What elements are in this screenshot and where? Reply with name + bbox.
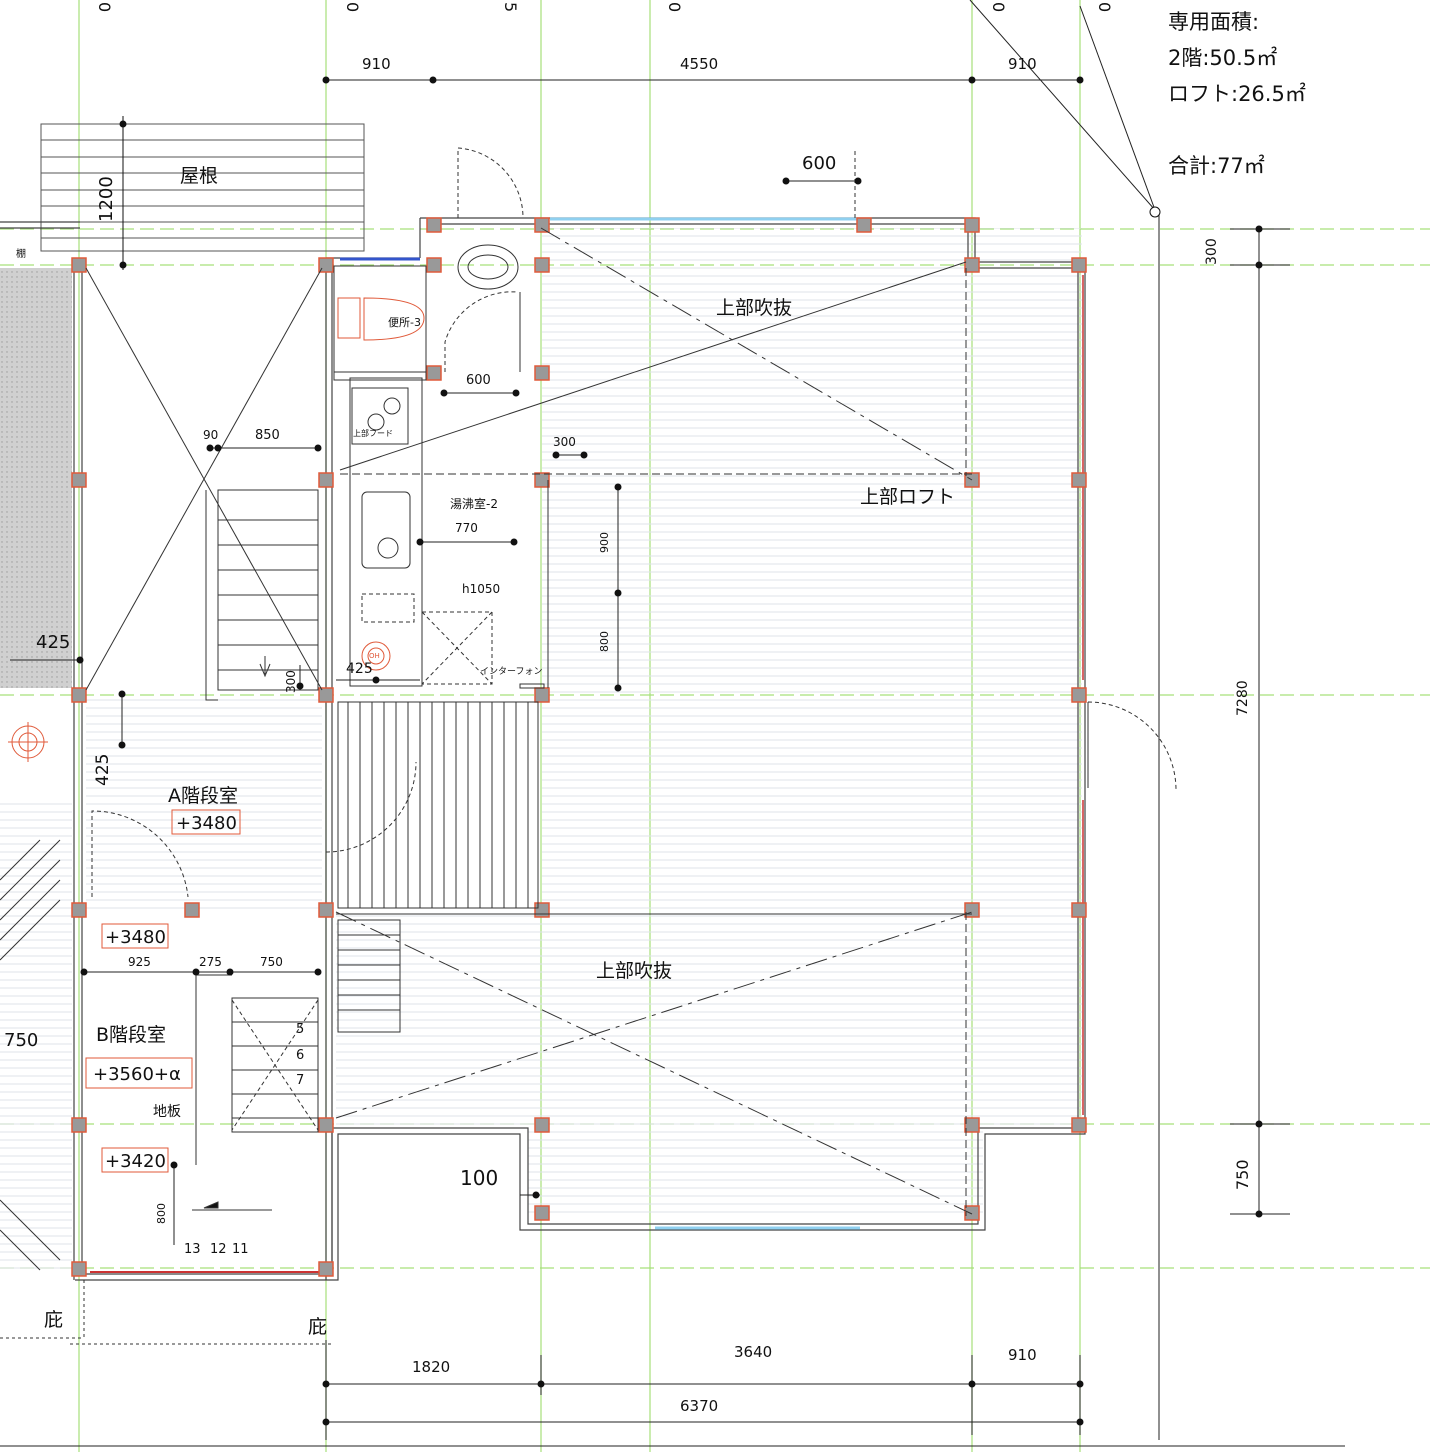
dim-right-750: 750: [1233, 1159, 1252, 1190]
grid-marker-f: 0: [1095, 2, 1114, 12]
dim-bot-910: 910: [1008, 1346, 1037, 1364]
stair-step-13: 13: [184, 1242, 201, 1257]
dim-top-910-left: 910: [362, 55, 391, 73]
dim-right-7280: 7280: [1235, 680, 1251, 716]
kitchenette: [349, 377, 549, 689]
room-roof-label: 屋根: [180, 165, 218, 187]
grid-marker-e: 0: [989, 2, 1008, 12]
dim-toilet-600: 600: [466, 373, 491, 388]
dimension-lines: [0, 0, 1345, 1447]
dim-bot-1820: 1820: [412, 1358, 450, 1376]
appliance-symbol: [8, 722, 48, 762]
grid-marker-c: 5: [501, 2, 520, 12]
dim-roof-1200: 1200: [96, 176, 117, 222]
appliance-oh-label: OH: [369, 652, 380, 660]
stair-step-11: 11: [232, 1242, 249, 1257]
dim-425-a: 425: [36, 632, 70, 653]
room-void-top-label: 上部吹抜: [716, 297, 792, 319]
dim-925: 925: [128, 955, 151, 969]
columns: [71, 217, 1087, 1277]
dim-425-c: 425: [93, 754, 113, 786]
dim-750-left: 750: [4, 1030, 38, 1051]
room-void-bottom-label: 上部吹抜: [596, 960, 672, 982]
grid-marker-b: 0: [343, 2, 362, 12]
dim-800-b: 800: [155, 1203, 168, 1224]
dim-425-b: 425: [346, 661, 373, 677]
level-box-b-lower: [101, 1147, 169, 1173]
eaves-outline: [0, 1280, 334, 1345]
dim-90: 90: [203, 428, 218, 442]
room-kitchenette-label: 湯沸室-2: [450, 496, 498, 511]
room-stair-a-label: A階段室: [168, 785, 238, 807]
dim-h1050: h1050: [462, 582, 500, 596]
dim-window-600: 600: [802, 153, 836, 174]
dim-800-a: 800: [598, 631, 611, 652]
windows: [90, 217, 1084, 1273]
level-box-b-upper: [101, 923, 169, 949]
stair-step-6: 6: [296, 1048, 304, 1063]
level-box-a: [171, 809, 241, 835]
room-floorboard-label: 地板: [153, 1104, 181, 1120]
dim-right-300: 300: [1204, 238, 1220, 265]
area-loft: ロフト:26.5㎡: [1168, 82, 1306, 106]
dim-300-b: 300: [284, 670, 298, 693]
eaves-right-label: 庇: [308, 1316, 327, 1338]
dim-300-a: 300: [553, 435, 576, 449]
stair-step-12: 12: [210, 1242, 227, 1257]
dimension-ticks: [76, 76, 1263, 1426]
level-b-room: +3560+α: [93, 1064, 181, 1085]
dim-top-910-right: 910: [1008, 55, 1037, 73]
level-b-upper: +3480: [105, 927, 166, 948]
area-summary: 専用面積: 2階:50.5㎡ ロフト:26.5㎡ 合計:77㎡: [1168, 4, 1306, 184]
dim-275: 275: [199, 955, 222, 969]
leader-node: [1149, 206, 1161, 218]
grid-marker-a: 0: [95, 2, 114, 12]
roof-overhang: [40, 116, 365, 270]
level-b-lower: +3420: [105, 1151, 166, 1172]
dim-bot-6370: 6370: [680, 1397, 718, 1415]
dim-770: 770: [455, 521, 478, 535]
floor-hatch: [0, 228, 1082, 1270]
area-spacer: [1168, 112, 1306, 148]
stair-step-7: 7: [296, 1073, 304, 1088]
dim-top-4550: 4550: [680, 55, 718, 73]
room-intercom-label: インターフォン: [480, 666, 542, 677]
grid-marker-d: 0: [665, 2, 684, 12]
room-stair-b-label: B階段室: [96, 1024, 166, 1046]
dim-bot-3640: 3640: [734, 1343, 772, 1361]
room-toilet-label: 便所-3: [388, 316, 421, 329]
dim-100: 100: [460, 1166, 498, 1190]
room-shelf-label: 棚: [16, 247, 26, 260]
area-heading: 専用面積:: [1168, 10, 1260, 34]
stairs: [0, 489, 539, 1271]
dim-750-b: 750: [260, 955, 283, 969]
toilet-room: [333, 147, 1177, 791]
dim-850: 850: [255, 428, 280, 443]
area-total: 合計:77㎡: [1168, 154, 1265, 178]
labels: 屋根 棚 便所-3 上部吹抜 上部ロフト 湯沸室-2 上部フード インターフォン…: [4, 2, 1252, 1415]
level-box-b-room: [85, 1057, 193, 1089]
eaves-left-label: 庇: [44, 1309, 63, 1331]
level-a: +3480: [176, 813, 237, 834]
room-loft-label: 上部ロフト: [860, 486, 955, 508]
dim-900: 900: [598, 532, 611, 553]
stair-step-5: 5: [296, 1022, 304, 1037]
room-hood-label: 上部フード: [353, 428, 393, 438]
area-floor2: 2階:50.5㎡: [1168, 46, 1278, 70]
